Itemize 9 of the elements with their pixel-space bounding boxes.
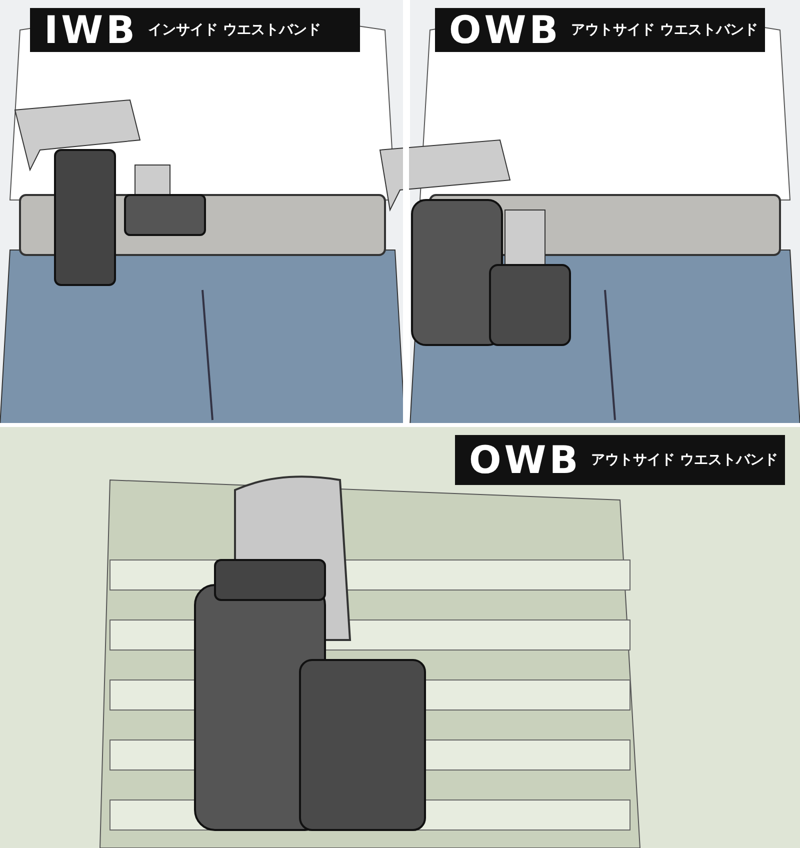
title-label <box>455 435 785 485</box>
subtitle-text: アウトサイド ウエストバンド <box>571 23 758 37</box>
heading-text: OWB <box>449 11 562 49</box>
title-label <box>30 8 360 52</box>
heading-text: OWB <box>469 441 582 479</box>
subtitle-text: アウトサイド ウエストバンド <box>591 453 778 467</box>
title-label <box>435 8 765 52</box>
heading-text: IWB <box>44 11 138 49</box>
subtitle-text: インサイド ウエストバンド <box>148 23 321 37</box>
